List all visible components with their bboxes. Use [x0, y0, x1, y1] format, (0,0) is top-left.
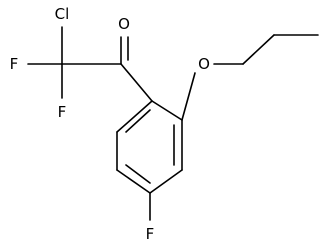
bond-carbonyl-ring	[120, 63, 153, 102]
ring-double-2	[125, 164, 151, 184]
atom-label-f-ring: F	[146, 225, 155, 243]
ring-bond-1	[116, 100, 153, 133]
ring-bond-3	[116, 169, 151, 194]
atom-label-o-ether: O	[198, 55, 210, 73]
ring-double-1	[125, 109, 151, 133]
atom-label-o-carbonyl: O	[118, 15, 130, 33]
ring-bond-4	[149, 169, 183, 194]
bond-lines	[27, 26, 319, 221]
atom-label-f-bottom: F	[58, 103, 67, 121]
atom-label-cl: Cl	[55, 5, 70, 23]
atom-labels: Cl F F O O F	[10, 5, 210, 243]
atom-label-f-left: F	[10, 55, 19, 73]
bond-ring-o	[181, 72, 196, 121]
bond-ch2-ch2	[242, 34, 275, 65]
ring-bond-6	[151, 100, 183, 121]
